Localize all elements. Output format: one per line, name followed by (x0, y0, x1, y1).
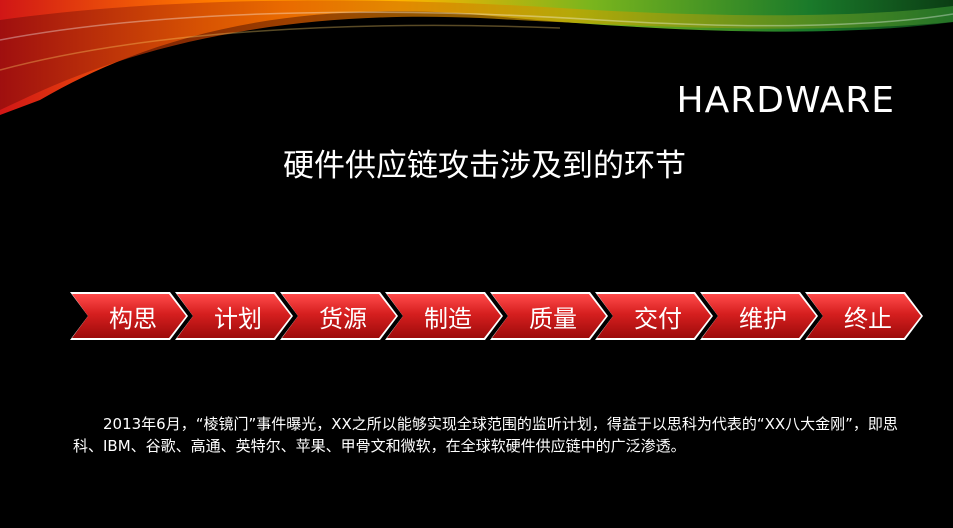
step-label: 构思 (109, 304, 157, 333)
slide-subtitle: 硬件供应链攻击涉及到的环节 (283, 148, 686, 184)
supply-chain-steps: 构思 计划 货源 制造 质量 交付 维护 终止 (70, 292, 930, 340)
step-arrow: 制造 (385, 292, 503, 340)
body-paragraph: 2013年6月，“棱镜门”事件曝光，XX之所以能够实现全球范围的监听计划，得益于… (73, 413, 923, 457)
step-label: 货源 (319, 304, 367, 333)
slide-title: HARDWARE (676, 80, 895, 121)
step-label: 交付 (634, 304, 682, 333)
step-arrow: 终止 (805, 292, 923, 340)
step-arrow: 维护 (700, 292, 818, 340)
step-arrow: 计划 (175, 292, 293, 340)
body-text: 2013年6月，“棱镜门”事件曝光，XX之所以能够实现全球范围的监听计划，得益于… (73, 415, 898, 455)
step-arrow: 货源 (280, 292, 398, 340)
decorative-swoosh (0, 0, 953, 115)
step-label: 维护 (739, 304, 787, 333)
step-arrow: 质量 (490, 292, 608, 340)
step-label: 质量 (529, 304, 577, 333)
step-label: 终止 (844, 304, 892, 333)
step-arrow: 构思 (70, 292, 188, 340)
step-label: 计划 (214, 304, 262, 333)
step-label: 制造 (424, 304, 472, 333)
step-arrow: 交付 (595, 292, 713, 340)
